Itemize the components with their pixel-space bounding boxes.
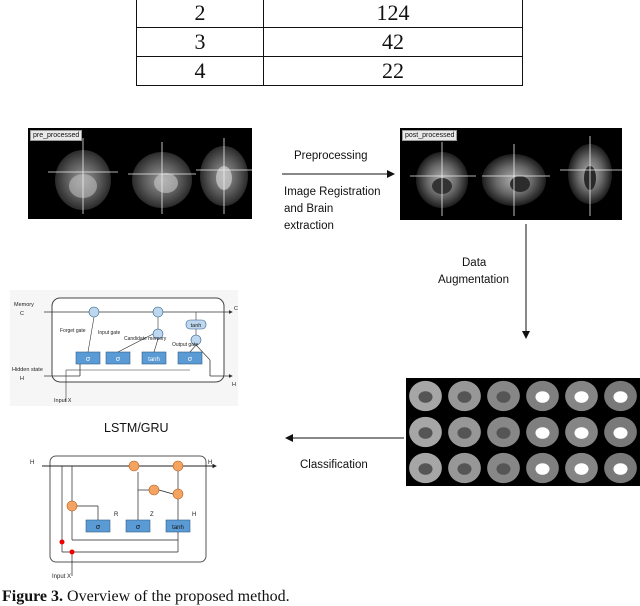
forget-gate-label: Forget gate bbox=[60, 328, 86, 334]
gru-h-in-label: H bbox=[30, 460, 34, 466]
augmented-thumbnail-detail bbox=[496, 427, 511, 439]
gru-one-minus-op bbox=[148, 484, 160, 496]
memory-label: Memory bbox=[14, 302, 34, 308]
augmented-thumbnail-detail bbox=[418, 463, 433, 475]
lstm-cell-svg: σ σ tanh σ tanh Memory C C Hidden state … bbox=[12, 297, 238, 404]
augmented-images-grid bbox=[406, 378, 640, 486]
table-cell: 2 bbox=[136, 0, 264, 28]
augmented-thumbnail-detail bbox=[574, 391, 589, 403]
data-augmentation-label-line2: Augmentation bbox=[438, 274, 509, 286]
gru-tanh: tanh bbox=[172, 525, 184, 531]
gru-cell-svg: σ σ tanh H H R Z H Input X bbox=[30, 455, 217, 580]
table-cell: 42 bbox=[263, 27, 523, 57]
figure-caption-prefix: Figure 3. bbox=[2, 588, 64, 605]
post-processed-mri-image bbox=[410, 136, 622, 216]
augmented-thumbnail-detail bbox=[574, 427, 589, 439]
pre-processed-mri-image bbox=[48, 138, 252, 214]
table-cell: 22 bbox=[263, 56, 523, 86]
forget-gate-sigma: σ bbox=[86, 356, 91, 363]
h-out-label: H bbox=[232, 382, 236, 388]
augmented-thumbnail-detail bbox=[496, 391, 511, 403]
gru-reset-sigma: σ bbox=[96, 524, 101, 531]
registration-label-line2: and Brain bbox=[284, 203, 334, 215]
augmented-thumbnail-detail bbox=[496, 463, 511, 475]
gru-reset-multiply-op bbox=[66, 500, 78, 512]
input-x-label: Input X bbox=[54, 398, 72, 404]
gru-multiply-top-op bbox=[128, 460, 140, 472]
c-out-label: C bbox=[234, 306, 238, 312]
augmented-thumbnail-detail bbox=[418, 427, 433, 439]
table-row: 3 42 bbox=[136, 27, 523, 57]
gru-z-label: Z bbox=[150, 512, 154, 518]
output-tanh: tanh bbox=[191, 323, 202, 329]
augmented-thumbnail-detail bbox=[457, 391, 472, 403]
augmented-thumbnail-detail bbox=[457, 463, 472, 475]
table-cell: 3 bbox=[136, 27, 264, 57]
forget-multiply-op bbox=[88, 306, 100, 318]
registration-label-line1: Image Registration bbox=[284, 186, 381, 198]
input-gate-sigma: σ bbox=[116, 356, 121, 363]
gru-update-sigma: σ bbox=[136, 524, 141, 531]
preprocessing-label: Preprocessing bbox=[294, 150, 368, 162]
candidate-tanh: tanh bbox=[148, 357, 160, 363]
output-gate-label: Output gate bbox=[172, 342, 198, 348]
augmented-thumbnail-detail bbox=[613, 463, 628, 475]
lstm-gru-label: LSTM/GRU bbox=[104, 421, 169, 435]
classification-label: Classification bbox=[300, 459, 368, 471]
results-table: 2 124 3 42 4 22 bbox=[136, 0, 523, 86]
table-row: 4 22 bbox=[136, 56, 523, 86]
figure-caption: Figure 3. Overview of the proposed metho… bbox=[2, 588, 290, 606]
gru-input-label: Input X bbox=[52, 574, 71, 580]
gru-r-label: R bbox=[114, 512, 119, 518]
augmented-thumbnail-detail bbox=[613, 391, 628, 403]
candidate-memory-label: Candidate memory bbox=[124, 336, 167, 342]
pre-processed-panel: pre_processed bbox=[28, 128, 252, 219]
gru-multiply-h-op bbox=[172, 488, 184, 500]
gru-h-out-label: H bbox=[208, 460, 212, 466]
gru-add-op bbox=[172, 460, 184, 472]
augmented-thumbnail-detail bbox=[535, 427, 550, 439]
memory-add-op bbox=[152, 306, 164, 318]
output-gate-sigma: σ bbox=[188, 356, 193, 363]
c-prev-label: C bbox=[20, 311, 24, 317]
panel-tag: post_processed bbox=[402, 130, 458, 141]
table-cell: 124 bbox=[263, 0, 523, 28]
augmented-mri-grid-image bbox=[409, 380, 637, 484]
augmented-thumbnail-detail bbox=[535, 391, 550, 403]
panel-tag: pre_processed bbox=[30, 130, 83, 141]
lstm-diagram: σ σ tanh σ tanh Memory C C Hidden state … bbox=[10, 290, 238, 406]
gru-h-tilde-label: H bbox=[192, 512, 196, 518]
table-row: 2 124 bbox=[136, 0, 523, 28]
data-augmentation-label-line1: Data bbox=[462, 257, 487, 269]
augmented-thumbnail-detail bbox=[535, 463, 550, 475]
table-cell: 4 bbox=[136, 56, 264, 86]
augmented-thumbnail-detail bbox=[574, 463, 589, 475]
registration-label-line3: extraction bbox=[284, 220, 334, 232]
augmented-thumbnail-detail bbox=[613, 427, 628, 439]
input-gate-label: Input gate bbox=[98, 330, 120, 336]
hidden-state-label: Hidden state bbox=[12, 367, 43, 373]
h-prev-label: H bbox=[20, 376, 24, 382]
augmented-thumbnail-detail bbox=[457, 427, 472, 439]
augmented-thumbnail-detail bbox=[418, 391, 433, 403]
post-processed-panel: post_processed bbox=[400, 128, 622, 220]
gru-diagram: σ σ tanh H H R Z H Input X bbox=[28, 452, 220, 582]
figure-caption-text: Overview of the proposed method. bbox=[67, 588, 290, 605]
